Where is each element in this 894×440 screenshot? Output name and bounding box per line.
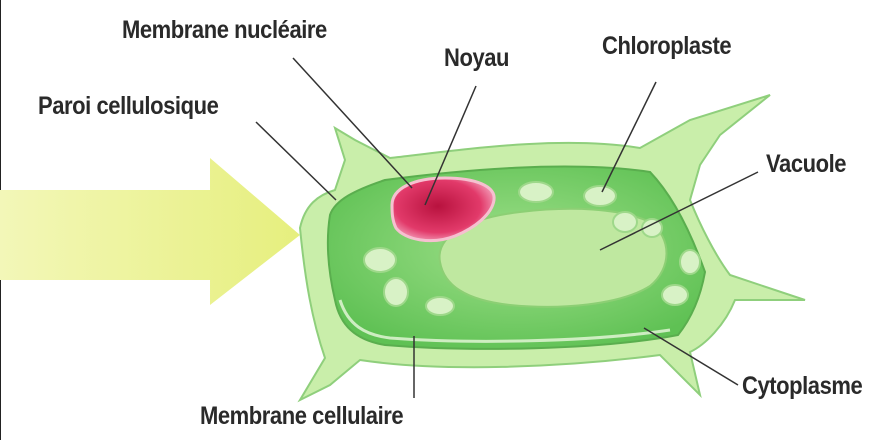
light-arrow (0, 158, 300, 305)
label-noyau: Noyau (444, 46, 509, 71)
chloroplast (384, 278, 408, 306)
chloroplast (584, 186, 616, 206)
label-vacuole: Vacuole (766, 152, 846, 177)
chloroplast (613, 212, 637, 232)
label-cytoplasme: Cytoplasme (742, 374, 862, 399)
label-membrane-nucleaire: Membrane nucléaire (122, 18, 327, 43)
label-membrane-cellulaire: Membrane cellulaire (200, 404, 403, 429)
chloroplast (426, 297, 454, 315)
label-chloroplaste: Chloroplaste (602, 34, 731, 59)
chloroplast (519, 182, 553, 202)
label-paroi-cellulosique: Paroi cellulosique (38, 94, 218, 119)
chloroplast (662, 285, 688, 305)
leader-paroi-cellulosique (256, 122, 336, 200)
chloroplast (680, 250, 700, 274)
chloroplast (364, 248, 396, 272)
